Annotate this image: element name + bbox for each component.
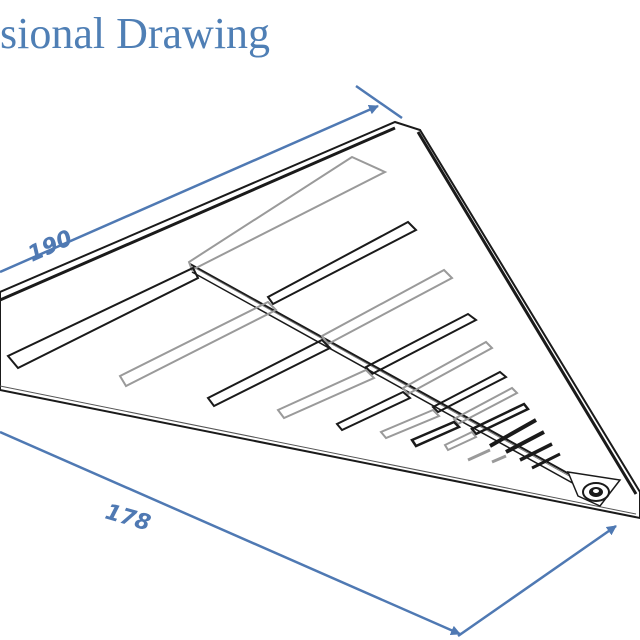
element-7-back	[452, 386, 519, 426]
element-10-back	[491, 454, 507, 464]
element-3-back	[320, 268, 454, 346]
element-6-front	[431, 370, 508, 414]
dimension-label-190: 190	[24, 226, 76, 268]
element-2-back	[118, 300, 278, 388]
element-12-front	[531, 452, 561, 470]
element-9-front	[489, 418, 537, 448]
element-3-front	[206, 338, 332, 408]
board-bottom-edge-inner	[0, 385, 637, 515]
drawing-title: sional Drawing	[0, 9, 271, 58]
element-7-front	[410, 420, 462, 448]
element-11-front	[519, 442, 553, 462]
element-6-back	[379, 408, 441, 440]
connector	[566, 471, 622, 507]
board-outline	[0, 120, 640, 520]
board-top-edge-thickness	[0, 126, 396, 302]
element-5-front	[335, 390, 412, 432]
element-9-back	[467, 448, 491, 462]
dimension-label-178: 178	[102, 500, 153, 537]
element-2-front	[266, 220, 418, 306]
element-1-back	[187, 155, 388, 272]
element-4-back	[276, 368, 376, 420]
element-8-front	[470, 402, 530, 436]
element-1-front	[6, 266, 200, 370]
element-8-back	[443, 430, 478, 452]
element-10-front	[505, 430, 545, 454]
element-4-front	[364, 312, 478, 376]
antenna-board	[0, 120, 640, 520]
element-5-back	[401, 340, 494, 396]
dipole-elements	[6, 155, 561, 470]
board-right-edge-thickness	[416, 131, 638, 495]
dimension-bottom: 178	[0, 430, 617, 638]
